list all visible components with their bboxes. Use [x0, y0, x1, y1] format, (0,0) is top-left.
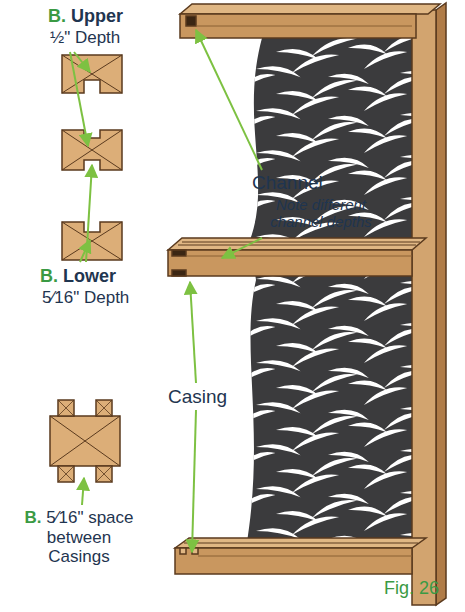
- dimension: 5⁄16" Depth: [42, 288, 129, 308]
- profile-lower: [62, 222, 122, 260]
- part-label: Channel: [252, 172, 323, 194]
- top-rail: [180, 4, 440, 38]
- part-label: Casing: [168, 386, 227, 408]
- post: [412, 3, 446, 605]
- part-label: B. Upper: [48, 6, 123, 27]
- part-label: B. Lower: [40, 266, 116, 287]
- figure-number: Fig. 26: [384, 578, 439, 599]
- profile-middle: [62, 130, 122, 170]
- dimension: ½" Depth: [50, 28, 120, 48]
- middle-rail: [168, 238, 426, 276]
- bottom-rail: [175, 538, 426, 574]
- dimension-note: B. 5⁄16" space between Casings: [14, 508, 144, 567]
- profile-casings: [50, 400, 120, 482]
- note: Note different channel depths: [262, 196, 380, 231]
